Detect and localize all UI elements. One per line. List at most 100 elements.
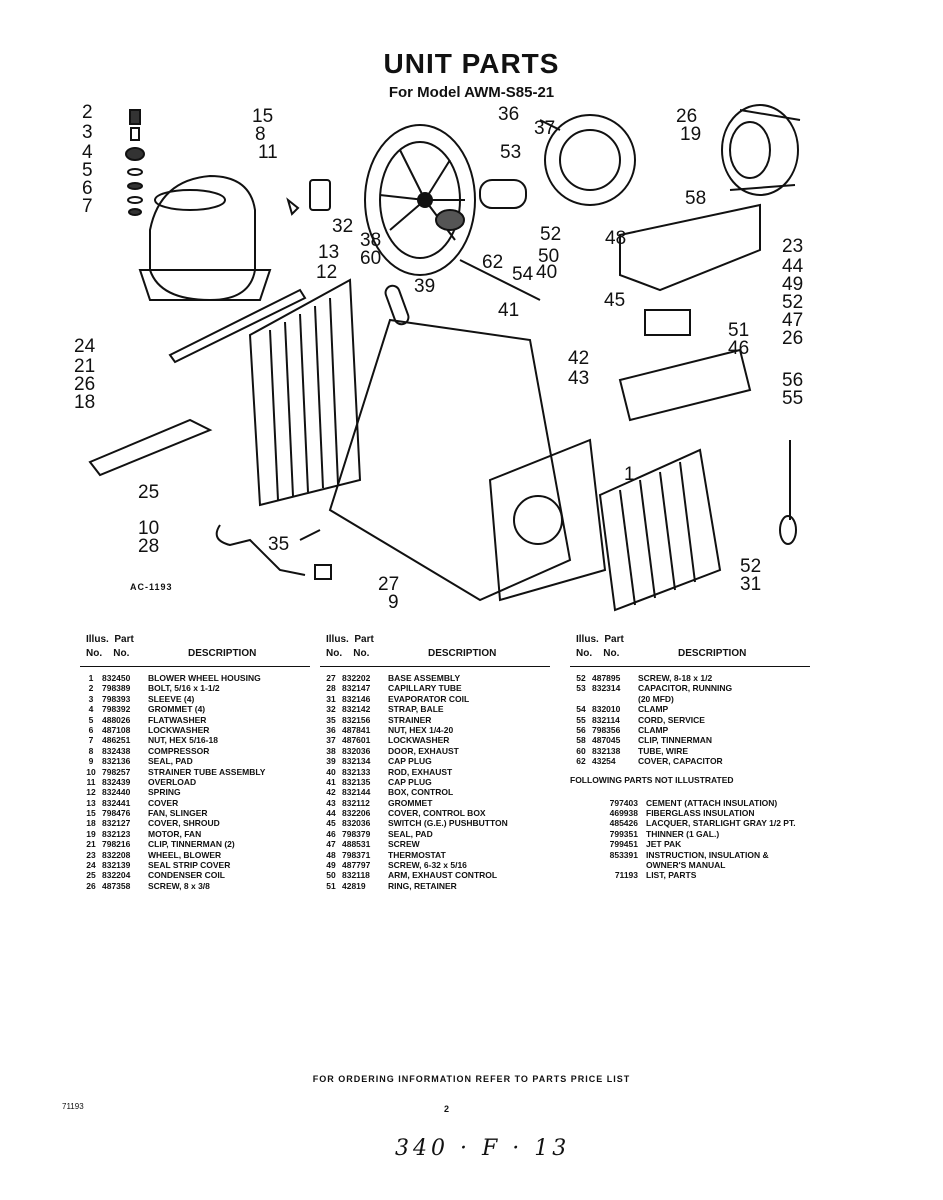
svg-text:58: 58: [685, 188, 706, 209]
control-box-cover: [619, 203, 761, 292]
description: CLIP, TINNERMAN: [638, 735, 712, 746]
ordering-note: FOR ORDERING INFORMATION REFER TO PARTS …: [312, 1074, 631, 1084]
illus-no: 2: [88, 683, 94, 694]
part-no: 487797: [342, 860, 371, 871]
svg-text:4: 4: [82, 142, 93, 163]
illus-no: 52: [576, 673, 586, 683]
description: BOX, CONTROL: [388, 787, 454, 798]
svg-text:21: 21: [74, 356, 95, 377]
illus-no: 45: [326, 818, 336, 829]
part-no: 853391: [609, 849, 638, 860]
description: COVER: [148, 797, 179, 808]
svg-text:7: 7: [82, 196, 93, 217]
svg-text:5: 5: [82, 160, 93, 181]
illus-no: 5: [88, 714, 94, 725]
illus-no: 21: [86, 839, 96, 850]
not-illustrated-title: FOLLOWING PARTS NOT ILLUSTRATED: [570, 774, 734, 785]
svg-text:26: 26: [782, 328, 803, 349]
svg-text:52: 52: [782, 292, 803, 313]
illus-no: 47: [326, 839, 336, 850]
part-no: 832438: [102, 745, 131, 756]
svg-text:12: 12: [316, 262, 337, 283]
illus-no: 27: [326, 673, 336, 683]
description: LOCKWASHER: [148, 724, 210, 735]
part-no: 832114: [592, 714, 620, 725]
part-no: 832136: [102, 756, 131, 767]
part-no: 832010: [592, 704, 621, 715]
svg-text:46: 46: [728, 338, 749, 359]
description: CONDENSER COIL: [148, 870, 225, 881]
illus-no: 10: [86, 766, 96, 777]
description: GROMMET: [388, 797, 433, 808]
illus-no: 4: [88, 704, 94, 715]
illus-no: 35: [326, 714, 336, 725]
illus-no: 46: [326, 828, 336, 839]
table-row: 38 832036 DOOR, EXHAUST: [320, 746, 550, 756]
svg-text:23: 23: [782, 236, 803, 257]
illus-no: 44: [326, 808, 336, 819]
description: (20 MFD): [638, 693, 674, 704]
illus-no: 56: [576, 724, 586, 735]
part-no: 798392: [102, 704, 131, 715]
svg-text:24: 24: [74, 336, 96, 357]
svg-text:45: 45: [604, 290, 625, 311]
description: COVER, SHROUD: [148, 818, 220, 829]
illus-no: 38: [326, 745, 336, 756]
description: THERMOSTAT: [388, 849, 446, 860]
part-no: 832146: [342, 693, 371, 704]
page-title: UNIT PARTS: [383, 48, 560, 79]
description: DOOR, EXHAUST: [388, 745, 459, 756]
part-no: 832036: [342, 745, 371, 756]
part-no: 832133: [342, 766, 371, 777]
diagram-code: AC-1193: [130, 582, 173, 592]
description: SCREW, 8 x 3/8: [148, 880, 210, 891]
part-no: 43254: [592, 756, 616, 767]
description: LACQUER, STARLIGHT GRAY 1/2 PT.: [646, 818, 796, 829]
svg-text:25: 25: [138, 482, 159, 503]
illus-no: 42: [326, 787, 336, 798]
running-capacitor: [435, 179, 527, 231]
part-no: 832206: [342, 808, 371, 819]
description: TUBE, WIRE: [638, 745, 689, 756]
part-no: 487108: [102, 724, 131, 735]
part-no: 798356: [592, 724, 621, 735]
svg-text:44: 44: [782, 256, 804, 277]
description: GROMMET (4): [148, 704, 206, 715]
part-no: 832208: [102, 849, 131, 860]
part-no: 832142: [342, 704, 371, 715]
description: FLATWASHER: [148, 714, 207, 725]
illus-no: 49: [326, 860, 336, 871]
control-box: [618, 348, 752, 422]
svg-text:1: 1: [624, 464, 635, 485]
description: STRAINER TUBE ASSEMBLY: [148, 766, 266, 777]
svg-text:48: 48: [605, 228, 626, 249]
description: SLEEVE (4): [148, 693, 195, 704]
svg-text:27: 27: [378, 574, 399, 595]
description: FIBERGLASS INSULATION: [646, 807, 755, 818]
description: SWITCH (G.E.) PUSHBUTTON: [388, 818, 508, 829]
illus-no: 26: [86, 880, 96, 891]
